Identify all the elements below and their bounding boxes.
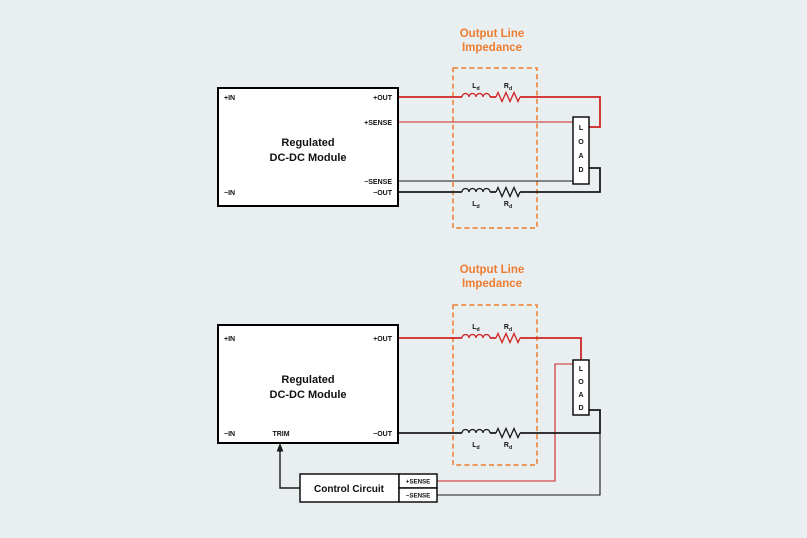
inductor-symbol: [461, 428, 491, 434]
dcdc-module-box: [217, 324, 399, 444]
inductor-label: Ld: [472, 201, 479, 210]
terminal-label-neg-in: −IN: [224, 190, 235, 197]
load-box: [572, 116, 590, 185]
inductor-label: Ld: [472, 324, 479, 333]
impedance-dashed-box: [452, 67, 538, 229]
impedance-heading-line1: Output Line: [460, 264, 525, 276]
load-letter: D: [578, 405, 583, 412]
terminal-label-pos-in: +IN: [224, 336, 235, 343]
inductor-symbol: [461, 92, 491, 98]
trim-feedback-wire: [279, 450, 300, 489]
arrow-up-icon: [276, 443, 284, 452]
load-letter: L: [579, 125, 584, 132]
negative-output-wire: [398, 409, 601, 434]
resistor-label: Rd: [504, 442, 512, 451]
inductor-symbol: [461, 187, 491, 193]
module-title-line1: Regulated: [281, 374, 334, 386]
resistor-symbol: [495, 426, 521, 440]
terminal-label-neg-sense: −SENSE: [364, 179, 392, 186]
impedance-dashed-box: [452, 304, 538, 466]
impedance-heading-line2: Impedance: [462, 42, 522, 54]
dcdc-module-box: [217, 87, 399, 207]
control-circuit-box: [299, 473, 400, 503]
resistor-symbol: [495, 90, 521, 104]
terminal-label-neg-in: −IN: [224, 431, 235, 438]
resistor-label: Rd: [504, 201, 512, 210]
positive-output-wire: [398, 337, 582, 360]
module-title-line2: DC-DC Module: [270, 389, 347, 401]
resistor-label: Rd: [504, 83, 512, 92]
terminal-label-pos-out: +OUT: [373, 95, 393, 102]
resistor-symbol: [495, 185, 521, 199]
load-letter: O: [578, 379, 584, 386]
terminal-label-neg-out: −OUT: [373, 190, 393, 197]
inductor-label: Ld: [472, 83, 479, 92]
top-diagram: Output Line Impedance Ld Rd Ld Rd +IN −I…: [217, 28, 601, 229]
control-terminal-pos-sense: +SENSE: [406, 479, 431, 486]
impedance-heading-line1: Output Line: [460, 28, 525, 40]
module-title-line2: DC-DC Module: [270, 152, 347, 164]
inductor-label: Ld: [472, 442, 479, 451]
positive-output-wire: [398, 96, 601, 128]
inductor-symbol: [461, 333, 491, 339]
negative-remote-sense-wire: [437, 433, 601, 496]
resistor-symbol: [495, 331, 521, 345]
terminal-label-pos-in: +IN: [224, 95, 235, 102]
load-letter: L: [579, 366, 584, 373]
terminal-label-neg-out: −OUT: [373, 431, 393, 438]
resistor-label: Rd: [504, 324, 512, 333]
terminal-label-trim: TRIM: [272, 431, 289, 438]
control-neg-sense-terminal-box: [398, 487, 438, 503]
module-title-line1: Regulated: [281, 137, 334, 149]
impedance-heading-line2: Impedance: [462, 278, 522, 290]
terminal-label-pos-sense: +SENSE: [364, 120, 392, 127]
load-letter: O: [578, 139, 584, 146]
load-letter: D: [578, 167, 583, 174]
control-circuit-label: Control Circuit: [314, 484, 385, 495]
load-letter: A: [578, 392, 583, 399]
control-terminal-neg-sense: −SENSE: [406, 493, 431, 500]
load-box: [572, 359, 590, 416]
load-letter: A: [578, 153, 583, 160]
positive-remote-sense-wire: [437, 363, 573, 482]
negative-output-wire: [398, 167, 601, 193]
terminal-label-pos-out: +OUT: [373, 336, 393, 343]
bottom-diagram: Output Line Impedance Ld Rd Ld Rd +IN −I…: [217, 264, 601, 503]
